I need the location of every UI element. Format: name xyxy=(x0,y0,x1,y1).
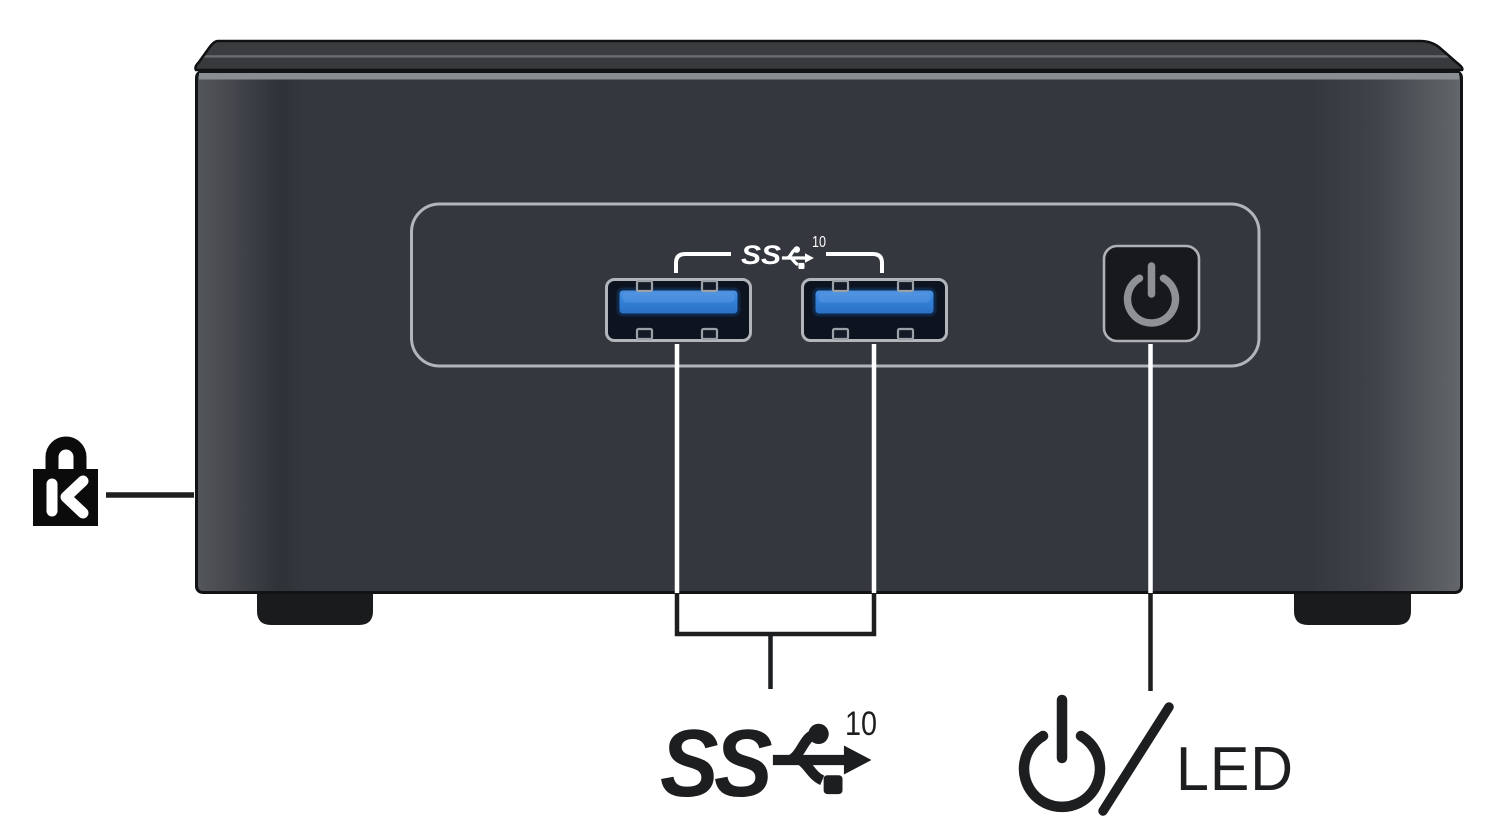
usb-speed-callout-label: SS 10 xyxy=(660,705,877,817)
lock-shackle xyxy=(45,436,87,472)
chassis-rim-highlight xyxy=(199,73,1459,80)
usb-ss-superscript-callout: 10 xyxy=(845,705,877,743)
usb-port-2 xyxy=(801,278,948,342)
callout-lines xyxy=(674,344,1153,691)
front-panel-outline xyxy=(410,202,1261,368)
bracket-right xyxy=(826,252,884,273)
lock-letter-k xyxy=(46,475,89,519)
kensington-lock-icon xyxy=(33,436,194,526)
power-icon xyxy=(1123,262,1180,327)
callout-bracket-usb xyxy=(674,593,877,689)
chassis-lid xyxy=(194,39,1464,72)
foot-left xyxy=(257,594,373,625)
usb-ss-text-panel: SS xyxy=(741,240,781,270)
usb-ss-superscript-panel: 10 xyxy=(812,234,826,251)
usb-ss-text-callout: SS xyxy=(660,710,773,817)
slash-separator xyxy=(1098,702,1174,816)
led-label: LED xyxy=(1176,735,1294,804)
usb-port-1 xyxy=(605,278,752,342)
foot-right xyxy=(1294,594,1411,625)
power-led-callout-label: LED xyxy=(1018,694,1294,816)
power-icon-large xyxy=(1018,694,1106,813)
usb-speed-label-panel: SS 10 xyxy=(674,234,884,273)
power-button xyxy=(1102,244,1201,343)
bracket-left xyxy=(674,252,731,273)
